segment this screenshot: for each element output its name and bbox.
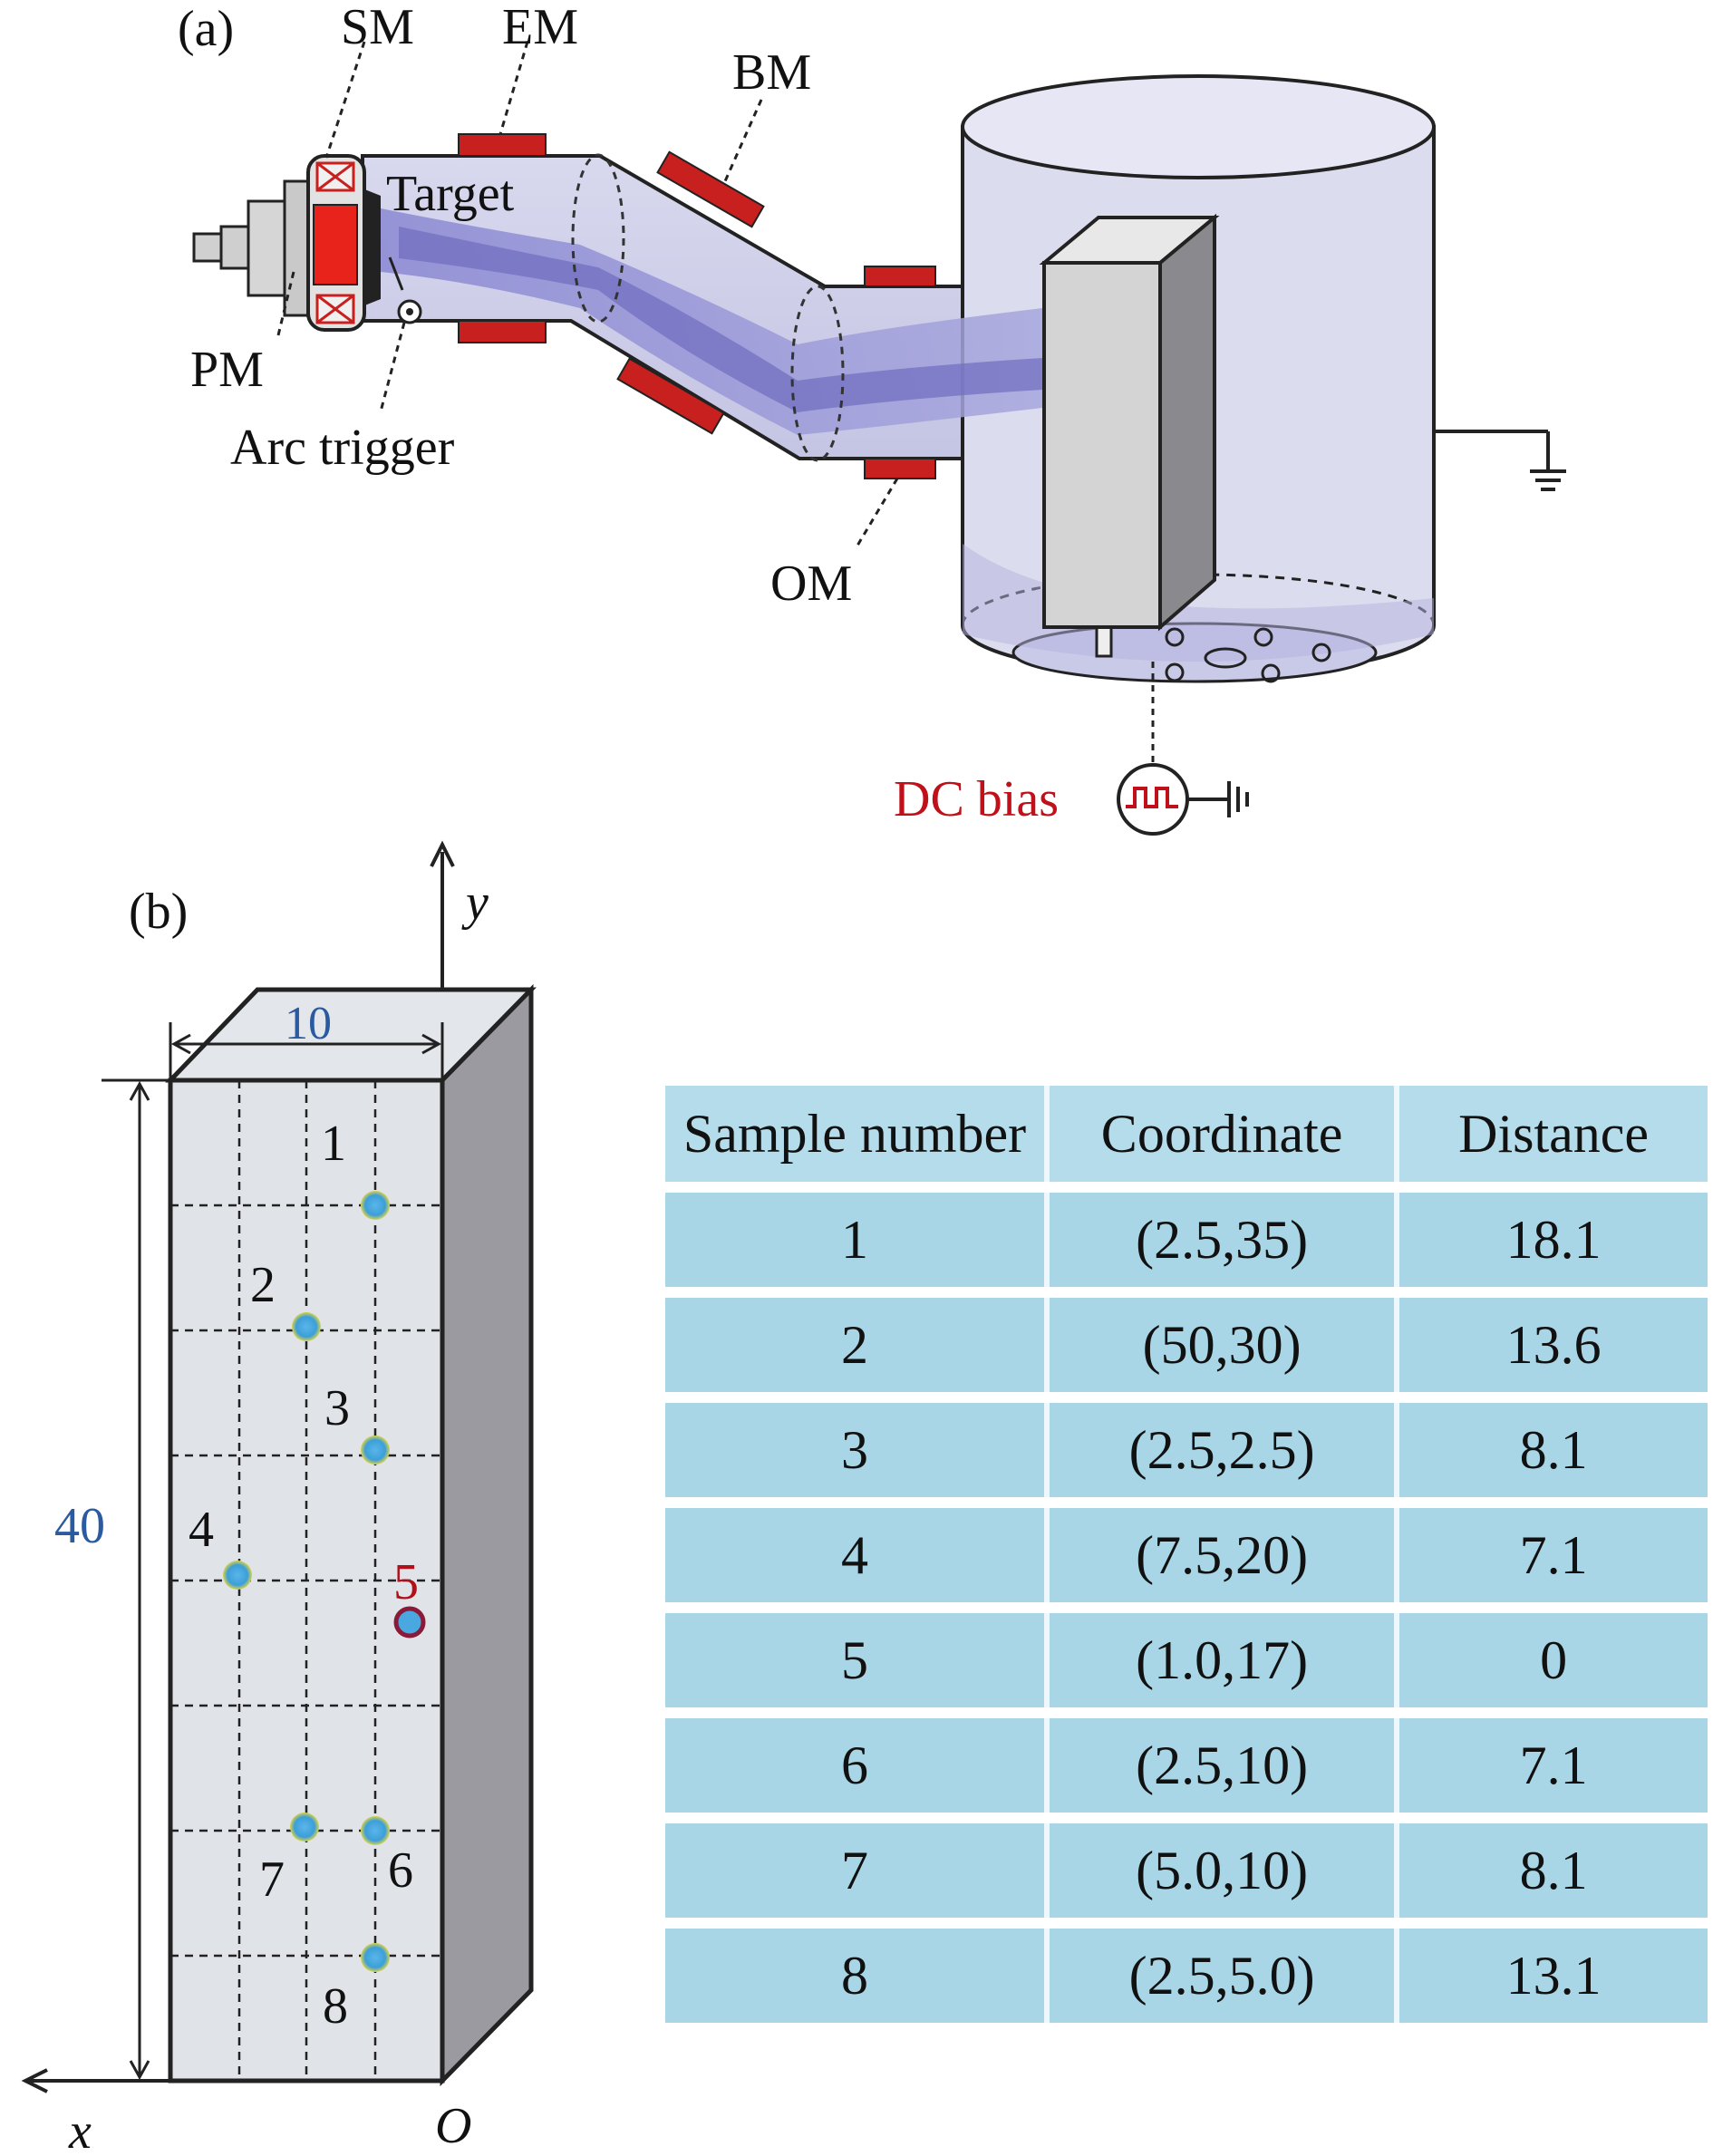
point-label-7: 7	[259, 1851, 285, 1908]
sample-point-4	[223, 1561, 252, 1590]
cell-sample-number: 6	[665, 1718, 1050, 1813]
cell-distance: 18.1	[1399, 1193, 1708, 1287]
y-axis-arrow	[430, 840, 455, 867]
sample-point-8	[361, 1943, 390, 1972]
header-coordinate: Coordinate	[1050, 1086, 1400, 1182]
cell-sample-number: 5	[665, 1613, 1050, 1707]
point-label-1: 1	[321, 1116, 346, 1172]
cell-sample-number: 3	[665, 1403, 1050, 1497]
point-label-6: 6	[388, 1842, 413, 1899]
substrate-holder	[1039, 213, 1220, 632]
om-magnet-top	[864, 266, 936, 287]
cell-distance: 13.6	[1399, 1298, 1708, 1392]
cell-sample-number: 8	[665, 1929, 1050, 2023]
arc-source	[192, 154, 422, 332]
sample-point-3	[361, 1436, 390, 1465]
cell-coordinate: (7.5,20)	[1050, 1508, 1400, 1602]
point-label-5: 5	[393, 1554, 419, 1610]
cell-distance: 8.1	[1399, 1403, 1708, 1497]
header-distance: Distance	[1399, 1086, 1708, 1182]
cell-distance: 13.1	[1399, 1929, 1708, 2023]
em-magnet-bottom	[458, 320, 547, 343]
label-em: EM	[502, 0, 578, 55]
width-dimension-label: 10	[285, 998, 332, 1049]
table-row: 7 (5.0,10) 8.1	[665, 1823, 1708, 1918]
width-dimension	[169, 1022, 444, 1078]
panel-b: (b) y	[21, 840, 537, 2156]
label-sm: SM	[341, 0, 414, 55]
cell-sample-number: 1	[665, 1193, 1050, 1287]
table-row: 4 (7.5,20) 7.1	[665, 1508, 1708, 1602]
point-label-4: 4	[189, 1502, 214, 1558]
panel-a-label: (a)	[178, 1, 234, 57]
sample-point-6	[361, 1816, 390, 1845]
label-arc-trigger: Arc trigger	[230, 420, 455, 476]
sample-point-7	[290, 1813, 319, 1842]
magnets	[458, 133, 936, 479]
cell-coordinate: (1.0,17)	[1050, 1613, 1400, 1707]
x-axis-arrow	[21, 2068, 48, 2093]
sample-point-5	[393, 1606, 426, 1639]
cell-coordinate: (50,30)	[1050, 1298, 1400, 1392]
cell-sample-number: 7	[665, 1823, 1050, 1918]
om-magnet-bottom	[864, 458, 936, 479]
label-bm: BM	[732, 44, 811, 101]
sample-table: Sample number Coordinate Distance 1 (2.5…	[665, 1075, 1708, 2034]
point-label-8: 8	[323, 1978, 348, 2035]
table-row: 5 (1.0,17) 0	[665, 1613, 1708, 1707]
x-axis-label: x	[68, 2103, 92, 2156]
sample-point-labels: 1 2 3 4 5 6 7 8	[189, 1116, 419, 2035]
label-om: OM	[770, 556, 852, 612]
point-label-3: 3	[324, 1380, 350, 1436]
origin-label: O	[435, 2098, 471, 2154]
cell-distance: 7.1	[1399, 1718, 1708, 1813]
sample-points	[223, 1191, 426, 1972]
height-dimension	[102, 1078, 172, 2081]
table-row: 6 (2.5,10) 7.1	[665, 1718, 1708, 1813]
cell-coordinate: (2.5,2.5)	[1050, 1403, 1400, 1497]
label-dc-bias: DC bias	[894, 771, 1059, 827]
table-header-row: Sample number Coordinate Distance	[665, 1086, 1708, 1182]
sample-point-1	[361, 1191, 390, 1220]
leader-lines	[276, 41, 1155, 763]
cell-coordinate: (5.0,10)	[1050, 1823, 1400, 1918]
table-row: 3 (2.5,2.5) 8.1	[665, 1403, 1708, 1497]
cell-coordinate: (2.5,5.0)	[1050, 1929, 1400, 2023]
dc-bias-source	[1117, 763, 1249, 836]
sample-point-2	[292, 1312, 321, 1341]
cell-sample-number: 4	[665, 1508, 1050, 1602]
cell-coordinate: (2.5,35)	[1050, 1193, 1400, 1287]
header-sample-number: Sample number	[665, 1086, 1050, 1182]
cell-distance: 8.1	[1399, 1823, 1708, 1918]
table-row: 2 (50,30) 13.6	[665, 1298, 1708, 1392]
cell-distance: 0	[1399, 1613, 1708, 1707]
em-magnet-top	[458, 133, 547, 157]
filter-duct	[361, 153, 1042, 462]
y-axis-label: y	[461, 875, 489, 931]
height-dimension-label: 40	[54, 1498, 105, 1554]
bm-magnet-top	[656, 150, 765, 228]
panel-b-label: (b)	[129, 884, 188, 940]
label-pm: PM	[190, 342, 264, 398]
panel-a: (a)	[178, 0, 1566, 836]
sample-block	[165, 983, 537, 2087]
point-label-2: 2	[250, 1257, 276, 1313]
table-row: 8 (2.5,5.0) 13.1	[665, 1929, 1708, 2023]
label-target: Target	[386, 166, 515, 222]
cell-sample-number: 2	[665, 1298, 1050, 1392]
bm-magnet-bottom	[616, 357, 725, 435]
cell-coordinate: (2.5,10)	[1050, 1718, 1400, 1813]
cell-distance: 7.1	[1399, 1508, 1708, 1602]
table-row: 1 (2.5,35) 18.1	[665, 1193, 1708, 1287]
